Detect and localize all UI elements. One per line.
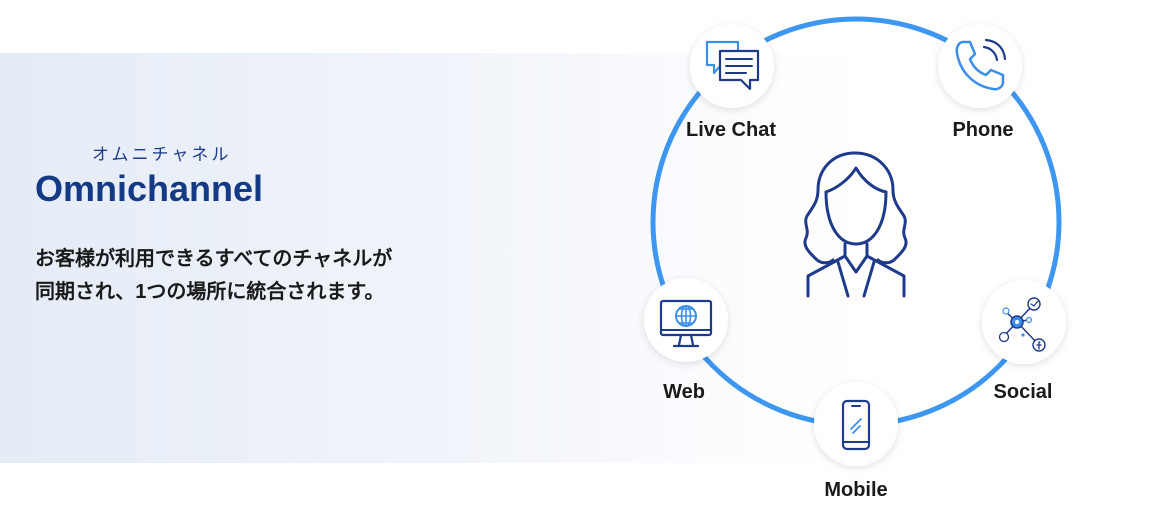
description-line-1: お客様が利用できるすべてのチャネルが [35,248,393,270]
live-chat-label: Live Chat [686,119,776,141]
phone-label: Phone [952,119,1013,141]
mobile-label: Mobile [824,479,887,501]
social-network-icon [998,297,1046,352]
web-label: Web [663,381,705,403]
description-line-2: 同期され、1つの場所に統合されます。 [35,281,385,303]
smartphone-icon [841,399,871,451]
section-kicker: オムニチャネル [92,145,232,164]
section-description: お客様が利用できるすべてのチャネルが 同期され、1つの場所に統合されます。 [35,243,515,309]
agent-icon [803,151,908,298]
social-node[interactable] [982,280,1066,364]
phone-node[interactable] [938,24,1022,108]
monitor-globe-icon [659,299,713,348]
section-title: Omnichannel [35,168,264,209]
social-label: Social [994,381,1053,403]
chat-icon [705,40,760,91]
phone-icon [955,38,1007,91]
